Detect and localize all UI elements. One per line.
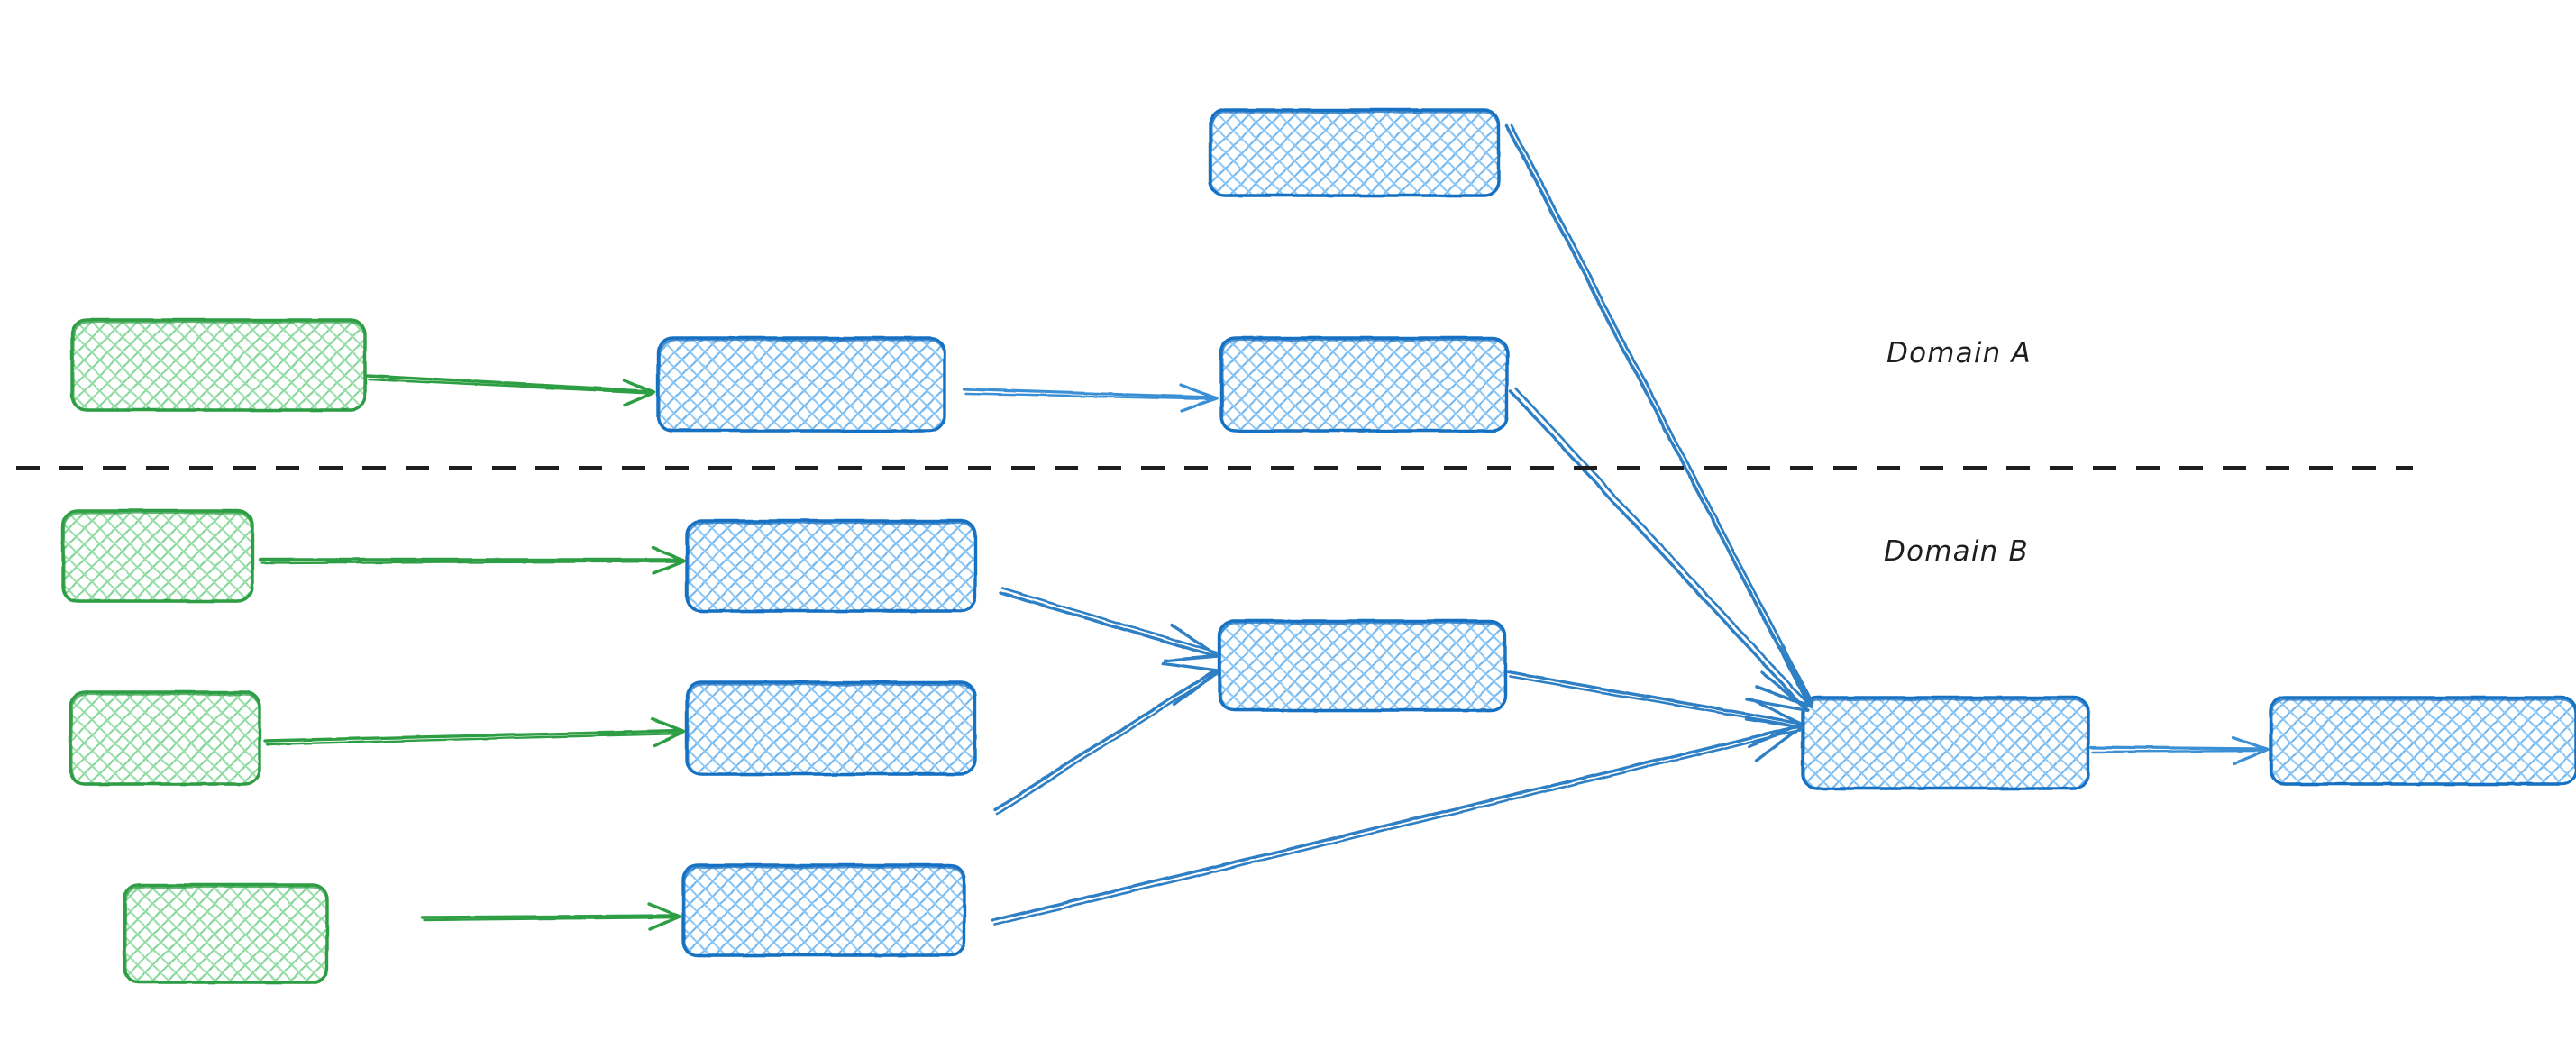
node-a-source[interactable] <box>70 318 367 412</box>
edge-a-stage-1-to-a-stage-2 <box>963 383 1219 413</box>
edge-b-merge-to-b-sink <box>1506 670 1804 748</box>
node-b-source-1[interactable] <box>61 509 254 603</box>
edge-b-stage-3-to-b-sink <box>991 717 1804 926</box>
edge-b-source-2-to-b-stage-2 <box>263 717 686 747</box>
node-a-stage-1[interactable] <box>656 336 946 433</box>
node-a-top[interactable] <box>1209 108 1501 197</box>
domain-b-label: Domain B <box>1884 535 2030 568</box>
domain-a-label: Domain A <box>1886 337 2032 369</box>
node-b-source-2[interactable] <box>69 690 261 786</box>
edge-a-stage-2-to-b-sink <box>1509 387 1812 712</box>
node-b-stage-3[interactable] <box>681 863 966 957</box>
node-b-stage-2[interactable] <box>685 680 977 776</box>
node-b-source-3[interactable] <box>123 883 329 984</box>
edge-b-stage-1-to-b-merge <box>999 587 1220 662</box>
edge-b-stage-2-to-b-merge <box>993 661 1220 816</box>
node-b-merge[interactable] <box>1218 619 1507 712</box>
edge-b-source-3-to-b-stage-3 <box>420 902 681 931</box>
node-b-output[interactable] <box>2269 696 2576 786</box>
node-a-stage-2[interactable] <box>1219 336 1509 433</box>
edge-a-top-to-b-sink <box>1505 123 1814 708</box>
edge-a-source-to-a-stage-1 <box>365 374 656 406</box>
edge-b-sink-to-b-output <box>2089 735 2270 765</box>
edge-b-source-1-to-b-stage-1 <box>258 546 686 575</box>
node-b-sink[interactable] <box>1801 696 2090 790</box>
node-b-stage-1[interactable] <box>685 519 977 613</box>
